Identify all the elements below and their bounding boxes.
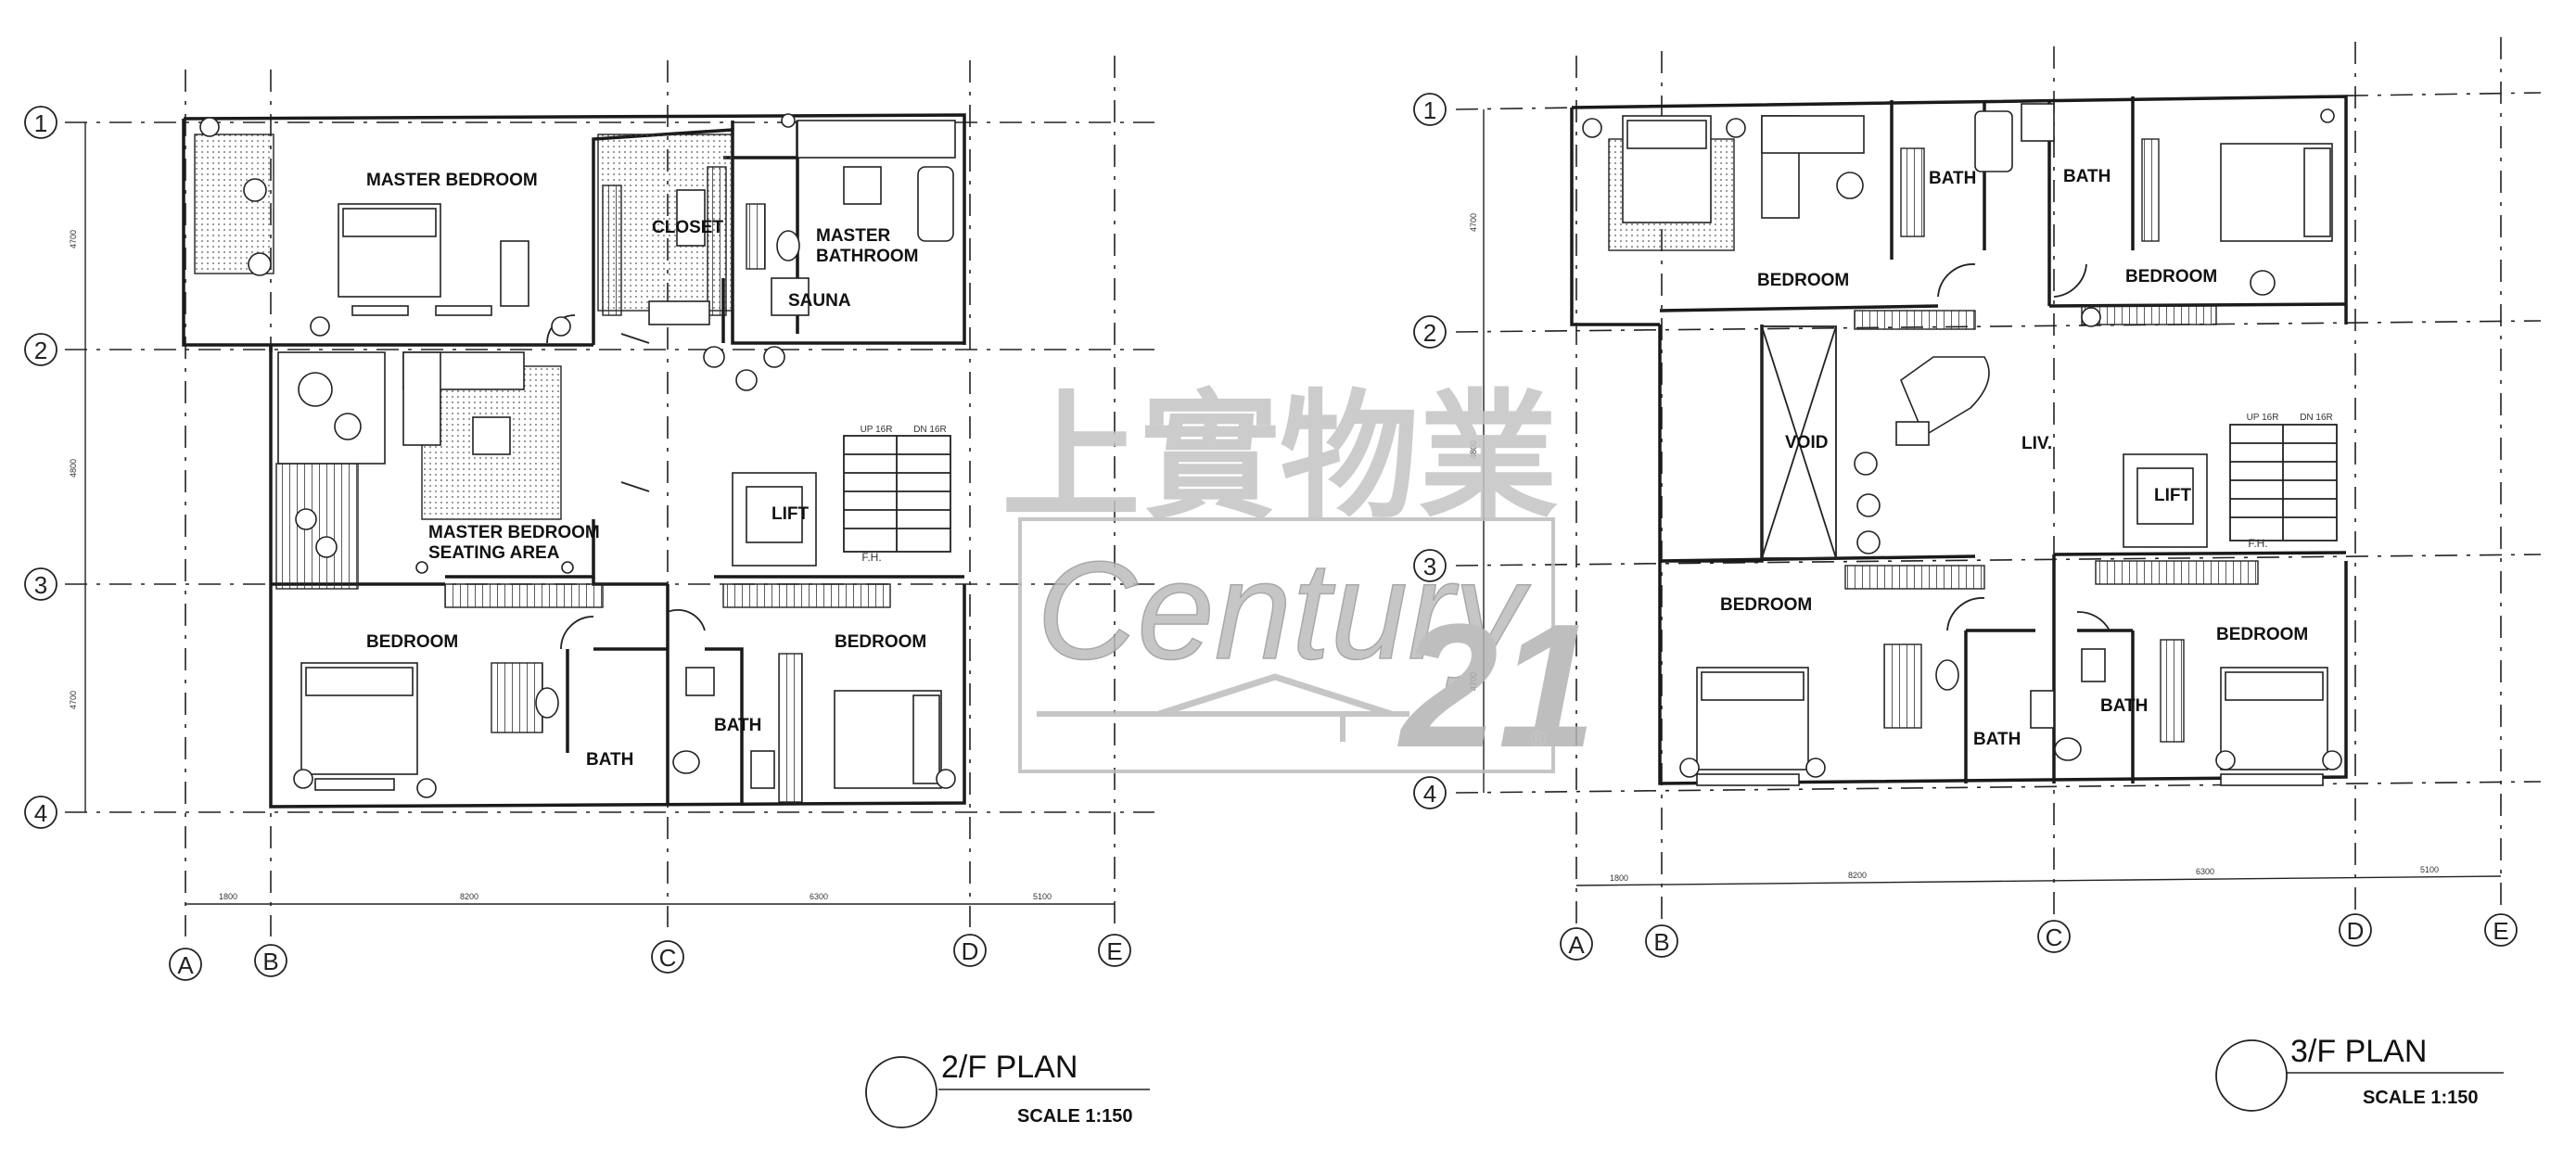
watermark-brand: Century xyxy=(1037,532,1531,688)
label-fh: F.H. xyxy=(861,551,881,564)
grid-label: E xyxy=(2493,917,2508,945)
grid-label: A xyxy=(1568,931,1585,959)
label-seating-1: MASTER BEDROOM xyxy=(428,523,600,542)
svg-text:4700: 4700 xyxy=(1469,213,1478,232)
grid-label: C xyxy=(2046,923,2063,951)
watermark-registered: ® xyxy=(1530,727,1547,752)
watermark-frame xyxy=(1018,517,1555,773)
svg-text:1800: 1800 xyxy=(219,892,237,901)
label-bath-1: BATH xyxy=(1929,169,1976,188)
title-bubble xyxy=(865,1056,937,1128)
watermark-number: 21 xyxy=(1397,588,1596,784)
svg-text:4800: 4800 xyxy=(69,459,78,478)
label-bedroom-top-right: BEDROOM xyxy=(2125,267,2217,287)
label-bedroom-bottom-left: BEDROOM xyxy=(1720,595,1812,615)
deck xyxy=(275,463,359,590)
label-master-bathroom: MASTER xyxy=(816,226,891,246)
grid-label: D xyxy=(962,937,979,965)
svg-text:4700: 4700 xyxy=(69,691,78,709)
watermark: 上實物業 Century 21 ® xyxy=(1001,377,1596,784)
grid-label: C xyxy=(659,944,677,972)
grid-label: 3 xyxy=(1423,553,1436,580)
scale-2f: SCALE 1:150 xyxy=(1017,1106,1133,1127)
grid-bubble-row: 1 2 3 4 xyxy=(24,106,57,829)
label-seating-2: SEATING AREA xyxy=(428,543,560,563)
svg-text:6300: 6300 xyxy=(810,892,828,901)
svg-text:8200: 8200 xyxy=(460,892,478,901)
bathtub xyxy=(917,166,954,242)
label-bedroom-left: BEDROOM xyxy=(366,632,458,652)
title-2f: 2/F PLAN xyxy=(941,1050,1078,1085)
svg-text:5100: 5100 xyxy=(1033,892,1052,901)
grid-label: 4 xyxy=(1423,780,1436,808)
svg-text:6300: 6300 xyxy=(2196,867,2214,876)
label-closet: CLOSET xyxy=(652,218,723,237)
desk-area xyxy=(194,134,274,274)
grid-label: 1 xyxy=(34,109,47,137)
watermark-roof xyxy=(1157,673,1393,718)
grid-label: B xyxy=(262,948,278,975)
grid-label: 2 xyxy=(34,337,47,364)
watermark-chinese: 上實物業 xyxy=(1001,377,1558,539)
grid-bubble-row: 1 2 3 4 xyxy=(1413,93,1447,809)
label-bedroom-bottom-right: BEDROOM xyxy=(2216,625,2308,644)
piano xyxy=(1900,356,1990,438)
label-bedroom-right: BEDROOM xyxy=(835,632,926,652)
label-master-bedroom: MASTER BEDROOM xyxy=(366,171,538,190)
svg-text:5100: 5100 xyxy=(2420,865,2439,874)
grid-bubble-col: A B C D E xyxy=(1560,913,2518,961)
label-stair-dn: DN 16R xyxy=(2300,413,2333,423)
svg-text:1800: 1800 xyxy=(1610,873,1628,883)
label-bath-2: BATH xyxy=(2063,167,2111,186)
title-3f: 3/F PLAN xyxy=(2290,1034,2427,1069)
grid-label: E xyxy=(1106,937,1122,965)
svg-text:4800: 4800 xyxy=(1469,440,1478,459)
plan-3f: 4700 4800 4700 1800 8200 6300 5100 1 2 3… xyxy=(1413,37,2542,1112)
label-bath-4: BATH xyxy=(2100,696,2148,716)
svg-text:4700: 4700 xyxy=(1469,672,1478,691)
grid-bubble-col: A B C D E xyxy=(169,934,1131,981)
svg-text:8200: 8200 xyxy=(1848,871,1867,880)
grid-label: 3 xyxy=(34,571,47,599)
label-lift: LIFT xyxy=(2154,486,2191,505)
label-void: VOID xyxy=(1785,433,1828,452)
svg-text:4700: 4700 xyxy=(69,230,78,248)
label-bath-right: BATH xyxy=(714,716,761,735)
label-liv: LIV. xyxy=(2021,434,2052,453)
grid-label: 4 xyxy=(34,799,47,827)
plan-2f: 4700 4800 4700 1800 8200 6300 5100 1 2 3… xyxy=(24,56,1154,1128)
label-stair-dn: DN 16R xyxy=(913,425,947,435)
title-bubble xyxy=(2215,1039,2288,1112)
grid-label: 1 xyxy=(1423,96,1436,124)
scale-3f: SCALE 1:150 xyxy=(2363,1088,2479,1108)
label-bedroom-top-left: BEDROOM xyxy=(1757,271,1849,290)
label-lift: LIFT xyxy=(772,504,809,524)
label-bath-left: BATH xyxy=(586,750,633,770)
grid-label: B xyxy=(1653,928,1669,956)
label-stair-up: UP 16R xyxy=(861,425,893,435)
void-area xyxy=(1761,325,1837,559)
label-sauna: SAUNA xyxy=(788,291,851,311)
label-bath-3: BATH xyxy=(1973,730,2021,749)
label-master-bathroom-2: BATHROOM xyxy=(816,247,918,266)
label-fh: F.H. xyxy=(2248,537,2267,550)
grid-label: D xyxy=(2347,917,2365,945)
grid-label: A xyxy=(177,951,194,979)
label-stair-up: UP 16R xyxy=(2247,413,2279,423)
grid-label: 2 xyxy=(1423,319,1436,347)
